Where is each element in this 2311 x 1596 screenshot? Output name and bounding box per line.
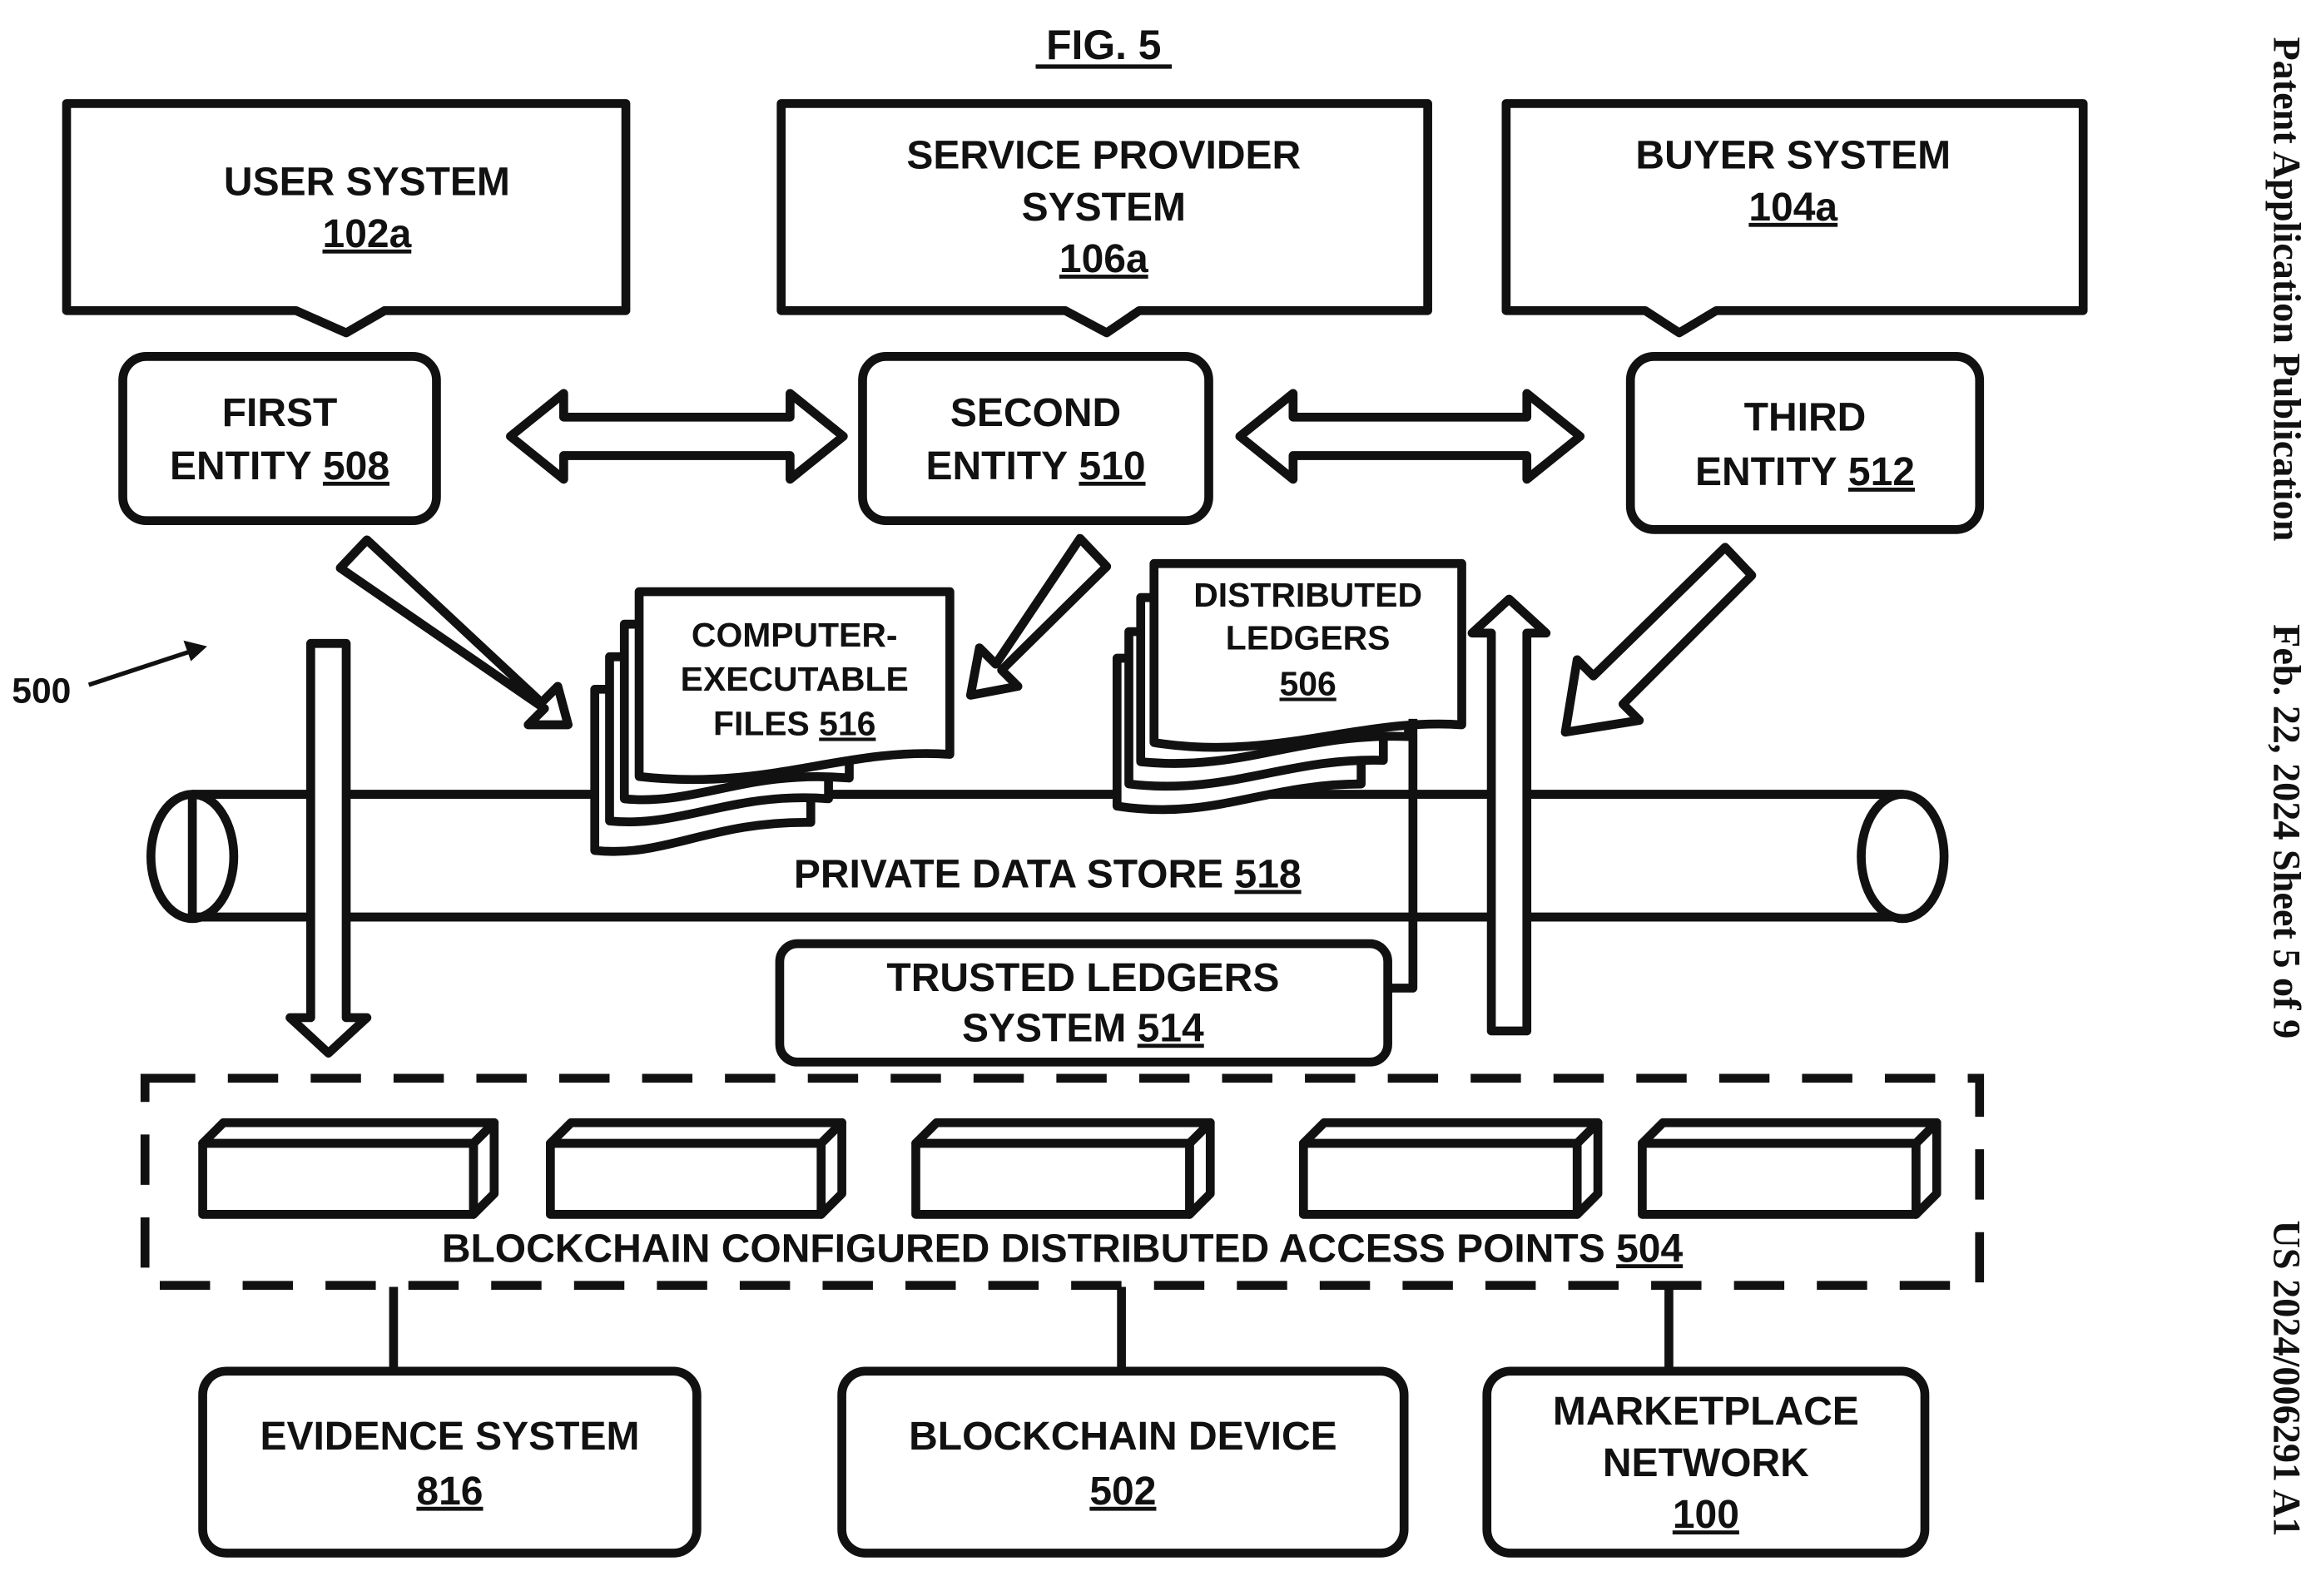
access-point-node <box>915 1123 1210 1214</box>
figure-reference-label: 500 <box>12 671 71 711</box>
third-entity-box: THIRD ENTITY 512 <box>1630 356 1980 529</box>
callout-service-provider: SERVICE PROVIDER SYSTEM 106a <box>781 103 1428 333</box>
callout-buyer-system: BUYER SYSTEM 104a <box>1506 103 2083 333</box>
evidence-system-title: EVIDENCE SYSTEM <box>260 1415 639 1459</box>
double-arrow-second-third <box>1240 394 1580 479</box>
access-point-node <box>203 1123 494 1214</box>
marketplace-network-title: MARKETPLACE <box>1553 1390 1859 1434</box>
private-data-store-label: PRIVATE DATA STORE 518 <box>794 853 1302 897</box>
callout-user-system-ref: 102a <box>323 212 412 256</box>
access-point-node <box>1303 1123 1598 1214</box>
callout-user-system-title: USER SYSTEM <box>224 161 510 205</box>
private-data-store-pipe: PRIVATE DATA STORE 518 <box>151 795 1944 919</box>
marketplace-network-box: MARKETPLACE NETWORK 100 <box>1487 1371 1925 1554</box>
date-sheet-label: Feb. 22, 2024 Sheet 5 of 9 <box>2266 624 2309 1038</box>
callout-user-system: USER SYSTEM 102a <box>67 103 626 333</box>
callout-service-provider-title: SERVICE PROVIDER <box>906 134 1301 178</box>
third-entity-label: ENTITY 512 <box>1695 450 1915 494</box>
callout-service-provider-subtitle: SYSTEM <box>1022 186 1186 230</box>
access-point-node <box>1642 1123 1937 1214</box>
patent-number-label: US 2024/006291 A1 <box>2266 1220 2309 1536</box>
marketplace-network-ref: 100 <box>1673 1493 1739 1537</box>
trusted-ledgers-title: TRUSTED LEDGERS <box>886 956 1279 1000</box>
arrow-first-entity-to-files <box>340 540 568 725</box>
access-points-label: BLOCKCHAIN CONFIGURED DISTRIBUTED ACCESS… <box>442 1227 1684 1271</box>
callout-buyer-system-ref: 104a <box>1748 186 1837 230</box>
publication-label: Patent Application Publication <box>2266 37 2309 541</box>
blockchain-device-title: BLOCKCHAIN DEVICE <box>909 1415 1337 1459</box>
arrow-second-entity-to-files <box>970 538 1107 695</box>
arrow-third-entity-to-ledgers <box>1565 548 1752 732</box>
figure-title: FIG. 5 <box>1046 22 1161 68</box>
ledgers-line2: LEDGERS <box>1226 618 1391 657</box>
second-entity-label: ENTITY 510 <box>925 444 1145 488</box>
evidence-system-ref: 816 <box>416 1470 483 1514</box>
evidence-system-box: EVIDENCE SYSTEM 816 <box>203 1371 697 1554</box>
double-arrow-first-second <box>510 394 843 479</box>
callout-service-provider-ref: 106a <box>1059 237 1148 281</box>
blockchain-access-points-region: BLOCKCHAIN CONFIGURED DISTRIBUTED ACCESS… <box>145 1078 1980 1286</box>
first-entity-title: FIRST <box>222 391 338 435</box>
first-entity-box: FIRST ENTITY 508 <box>123 356 437 520</box>
ledgers-line1: DISTRIBUTED <box>1193 576 1422 614</box>
blockchain-device-ref: 502 <box>1089 1470 1156 1514</box>
access-point-nodes <box>203 1123 1937 1214</box>
ledgers-ref: 506 <box>1280 664 1337 702</box>
callout-buyer-system-title: BUYER SYSTEM <box>1635 134 1951 178</box>
second-entity-box: SECOND ENTITY 510 <box>862 356 1208 520</box>
marketplace-network-subtitle: NETWORK <box>1603 1441 1809 1485</box>
blockchain-device-box: BLOCKCHAIN DEVICE 502 <box>842 1371 1405 1554</box>
access-point-node <box>550 1123 841 1214</box>
second-entity-title: SECOND <box>950 391 1121 435</box>
reference-arrow-line <box>89 651 192 685</box>
third-entity-title: THIRD <box>1744 395 1867 439</box>
files-line3: FILES 516 <box>713 704 875 742</box>
files-line1: COMPUTER- <box>692 616 898 654</box>
first-entity-label: ENTITY 508 <box>170 444 389 488</box>
trusted-ledgers-label: SYSTEM 514 <box>962 1006 1204 1050</box>
files-line2: EXECUTABLE <box>681 660 909 698</box>
